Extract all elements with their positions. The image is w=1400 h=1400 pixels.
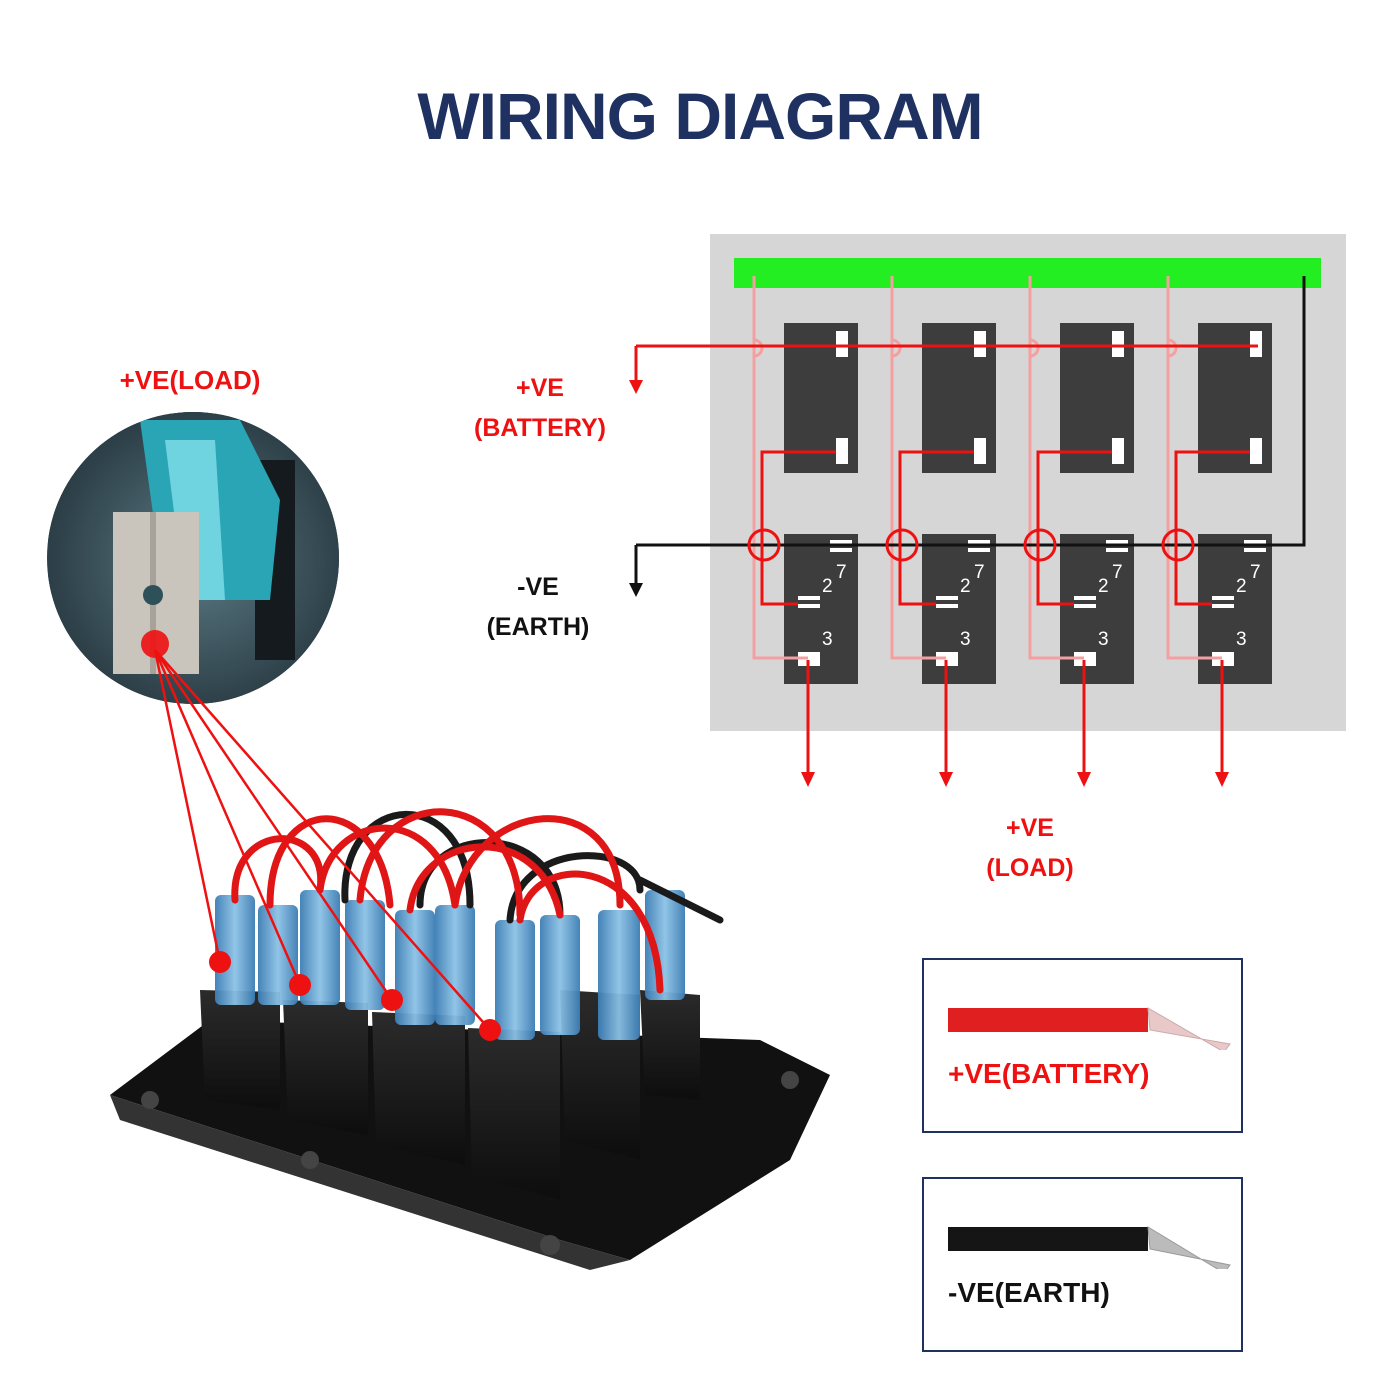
switch-4-bottom [1198,534,1272,684]
terminal [836,331,848,357]
load-arrow-icon [1077,772,1091,787]
terminal [1244,540,1266,544]
hop [753,338,764,358]
load-label-line2: (LOAD) [986,854,1074,882]
terminal [798,652,820,666]
switch-4-top [1198,323,1272,473]
light-load-wire [1166,276,1222,660]
terminal [1074,652,1096,666]
earth-label: -VE (EARTH) [438,567,638,647]
terminal [936,604,958,608]
switch-1-bottom [784,534,858,684]
terminal [936,652,958,666]
terminal [798,604,820,608]
switch-1-top [784,323,858,473]
hop [1167,338,1178,358]
earth-label-line2: (EARTH) [486,613,590,641]
positive-bus-bar [734,258,1321,288]
hop-circle [885,528,919,562]
load-arrow-icon [939,772,953,787]
switch-2-top [922,323,996,473]
load-label-line1: +VE [1006,814,1054,842]
hop-circle [1023,528,1057,562]
legend-earth-box: -VE(EARTH) [922,1177,1243,1352]
terminal-label-2: 2 [960,576,971,597]
terminal [1244,548,1266,552]
terminal [1112,331,1124,357]
terminal [1074,596,1096,600]
hop [891,338,902,358]
terminal [830,540,852,544]
terminal-zoom-icon [47,412,339,704]
terminal [968,548,990,552]
switch-2-bottom [922,534,996,684]
terminal-label-2: 2 [822,576,833,597]
switch-3-top [1060,323,1134,473]
earth-wire [636,276,1306,547]
light-load-wire [752,276,808,660]
terminal [968,540,990,544]
wire-layer [629,276,1306,787]
terminal [1106,540,1128,544]
terminal [1106,548,1128,552]
terminal [798,596,820,600]
legend-battery-label: +VE(BATTERY) [948,1058,1150,1089]
hop [1029,338,1040,358]
terminal [830,548,852,552]
switch-3-bottom [1060,534,1134,684]
terminal [1250,331,1262,357]
load-label: +VE (LOAD) [930,808,1130,888]
switch-link-wire [760,450,836,606]
terminal-label-7: 7 [1250,562,1261,583]
black-wire-icon [948,1226,1231,1269]
light-load-wire [1028,276,1084,660]
terminal-label-7: 7 [1112,562,1123,583]
legend-earth-label: -VE(EARTH) [948,1277,1110,1308]
switch-panel-background [710,234,1346,731]
load-zoom-label: +VE(LOAD) [119,365,261,395]
terminal [974,438,986,464]
battery-label: +VE (BATTERY) [440,368,640,448]
terminal-label-3: 3 [960,629,971,650]
terminal-label-7: 7 [836,562,847,583]
red-wire-icon [948,1007,1231,1050]
switch-link-wire [1174,450,1250,606]
terminal-label-3: 3 [822,629,833,650]
terminal-label-3: 3 [1236,629,1247,650]
terminal-label-7: 7 [974,562,985,583]
terminal-label-3: 3 [1098,629,1109,650]
terminal [1212,652,1234,666]
terminal [1212,596,1234,600]
hop-circle [747,528,781,562]
switch-link-wire [1036,450,1112,606]
legend-battery-box: +VE(BATTERY) [922,958,1243,1133]
switch-link-wire [898,450,974,606]
terminal-label-2: 2 [1236,576,1247,597]
battery-label-line1: +VE [516,374,564,402]
load-arrow-icon [801,772,815,787]
load-arrow-icon [1215,772,1229,787]
terminal [1250,438,1262,464]
terminal [836,438,848,464]
page-title: WIRING DIAGRAM [417,79,983,153]
terminal [974,331,986,357]
battery-label-line2: (BATTERY) [474,414,606,442]
switch-panel-photo-icon [110,649,830,1270]
terminal [1074,604,1096,608]
earth-label-line1: -VE [517,573,559,601]
terminal [1212,604,1234,608]
terminal-label-2: 2 [1098,576,1109,597]
light-load-wire [890,276,946,660]
hop-circle [1161,528,1195,562]
terminal [1112,438,1124,464]
terminal [936,596,958,600]
